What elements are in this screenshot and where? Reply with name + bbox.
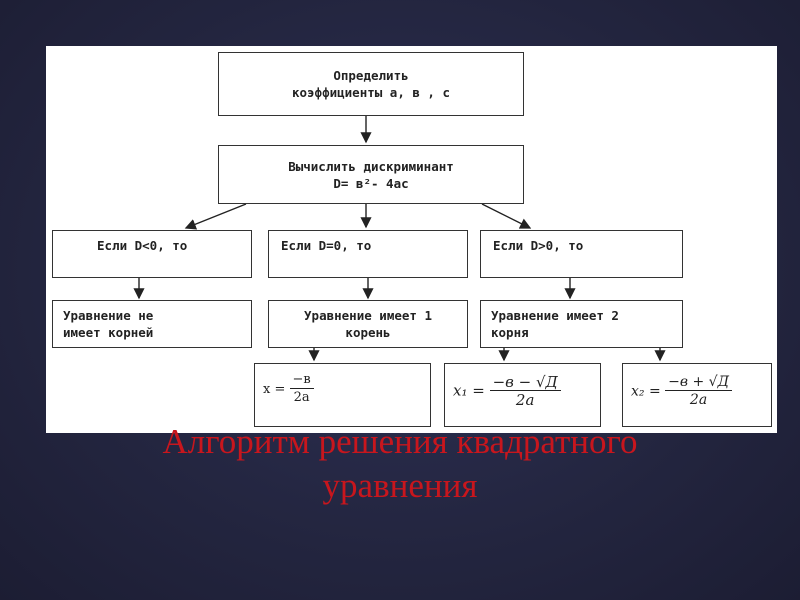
result-no-roots: Уравнение не имеет корней: [52, 300, 252, 348]
formula-single-root-box: x = −в 2a: [254, 363, 431, 427]
formula-x1-denominator: 2a: [515, 391, 535, 409]
formula-x2-lhs: x₂ =: [631, 383, 661, 400]
formula-single-lhs: x =: [263, 382, 286, 397]
arrow-step2-neg: [184, 203, 247, 230]
result-no-roots-line1: Уравнение не: [63, 308, 154, 323]
step-discriminant-line1: Вычислить дискриминант: [288, 158, 454, 174]
formula-x2-box: x₂ = −в + √Д 2a: [622, 363, 772, 427]
formula-x2-numerator: −в + √Д: [665, 374, 732, 391]
result-one-root: Уравнение имеет 1 корень: [268, 300, 468, 348]
flow-arrows: [133, 116, 666, 362]
formula-x1-numerator: −в − √Д: [489, 374, 561, 391]
condition-d-negative: Если D<0, то: [52, 230, 252, 278]
formula-x1-lhs: x₁ =: [453, 381, 485, 400]
result-two-roots-line1: Уравнение имеет 2: [491, 308, 619, 323]
formula-single-numerator: −в: [289, 372, 314, 389]
step-define-coefficients: Определить коэффициенты а, в , с: [218, 52, 524, 116]
formula-x2-denominator: 2a: [689, 392, 708, 408]
arrow-step2-pos: [481, 203, 532, 229]
result-two-roots: Уравнение имеет 2 корня: [480, 300, 683, 348]
step-compute-discriminant: Вычислить дискриминант D= в²- 4ас: [218, 145, 524, 204]
formula-single-root: x = −в 2a: [263, 372, 314, 407]
condition-d-positive-label: Если D>0, то: [493, 238, 584, 253]
slide-title-line1: Алгоритм решения квадратного: [162, 422, 638, 461]
condition-d-positive: Если D>0, то: [480, 230, 683, 278]
result-no-roots-line2: имеет корней: [63, 325, 154, 340]
formula-x1: x₁ = −в − √Д 2a: [453, 374, 561, 409]
condition-d-zero-label: Если D=0, то: [281, 238, 372, 253]
step-discriminant-line2: D= в²- 4ас: [333, 175, 409, 191]
result-one-root-line1: Уравнение имеет 1: [304, 308, 432, 323]
result-two-roots-line2: корня: [491, 325, 529, 340]
formula-single-denominator: 2a: [293, 390, 310, 405]
formula-x1-box: x₁ = −в − √Д 2a: [444, 363, 601, 427]
step-define-line2: коэффициенты а, в , с: [291, 85, 451, 100]
formula-x2: x₂ = −в + √Д 2a: [631, 374, 732, 409]
condition-d-negative-label: Если D<0, то: [97, 238, 188, 253]
step-define-line1: Определить: [333, 68, 409, 83]
slide-panel: Определить коэффициенты а, в , с Вычисли…: [46, 46, 777, 433]
condition-d-zero: Если D=0, то: [268, 230, 468, 278]
slide-title-line2: уравнения: [322, 466, 478, 505]
result-one-root-line2: корень: [345, 325, 391, 340]
